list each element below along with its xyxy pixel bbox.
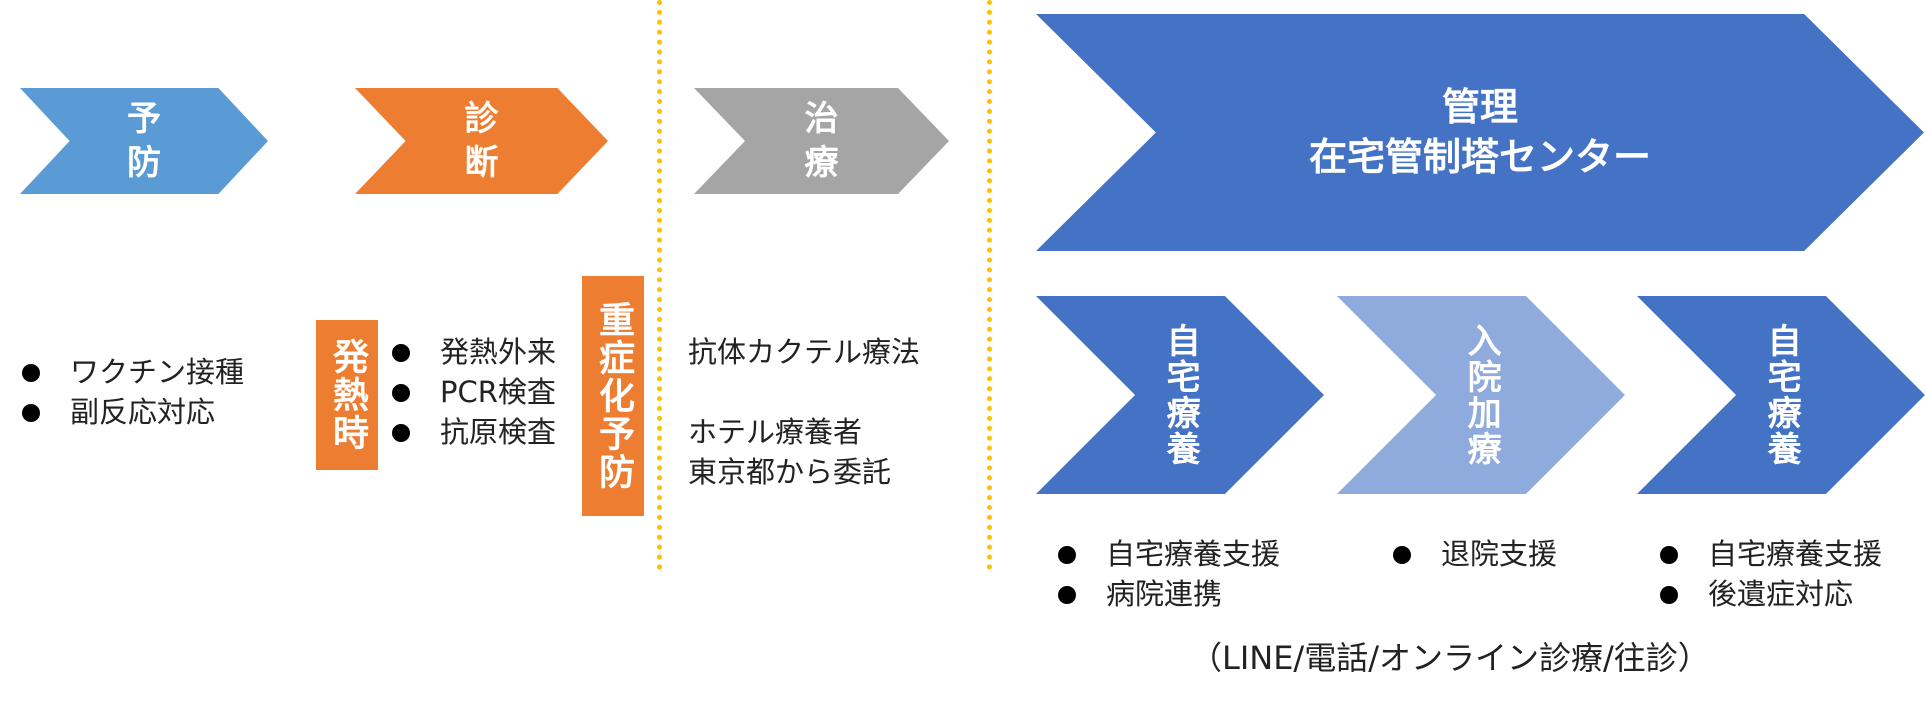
list-item: 抗原検査: [392, 412, 556, 452]
diagnosis-list: 発熱外来 PCR検査 抗原検査: [392, 332, 556, 452]
home-care-1-list: 自宅療養支援 病院連携: [1058, 534, 1280, 614]
list-item: 自宅療養支援: [1058, 534, 1280, 574]
chevron-home-care-1-label: 自宅療養: [1160, 323, 1201, 467]
list-item: ワクチン接種: [22, 352, 244, 392]
chevron-management-label: 管理 在宅管制塔センター: [1308, 85, 1651, 179]
severe-label: 重症化予防: [593, 301, 634, 491]
chevron-treatment: 治 療: [694, 88, 949, 194]
home-care-2-list: 自宅療養支援 後遺症対応: [1660, 534, 1882, 614]
hospital-list: 退院支援: [1393, 534, 1557, 574]
fever-label-box: 発熱時: [316, 320, 378, 470]
footer-note: （LINE/電話/オンライン診療/往診）: [1190, 639, 1710, 677]
list-item: 後遺症対応: [1660, 574, 1882, 614]
list-item: 副反応対応: [22, 392, 244, 432]
treatment-text-2: ホテル療養者 東京都から委託: [688, 415, 892, 489]
chevron-diagnosis-label: 診 断: [464, 98, 499, 183]
prevention-list: ワクチン接種 副反応対応: [22, 352, 244, 432]
chevron-hospital-label: 入院加療: [1461, 323, 1502, 467]
treatment-text-1: 抗体カクテル療法: [688, 335, 921, 369]
chevron-prevention-label: 予 防: [127, 98, 161, 183]
fever-label: 発熱時: [327, 338, 368, 452]
list-item: 病院連携: [1058, 574, 1280, 614]
severe-label-box: 重症化予防: [582, 276, 644, 516]
chevron-hospital: 入院加療: [1337, 296, 1625, 494]
chevron-treatment-label: 治 療: [804, 98, 839, 183]
chevron-home-care-2-label: 自宅療養: [1761, 323, 1802, 467]
chevron-management: 管理 在宅管制塔センター: [1036, 14, 1924, 251]
chevron-prevention: 予 防: [20, 88, 268, 194]
list-item: 発熱外来: [392, 332, 556, 372]
list-item: 退院支援: [1393, 534, 1557, 574]
chevron-home-care-1: 自宅療養: [1036, 296, 1324, 494]
chevron-home-care-2: 自宅療養: [1637, 296, 1925, 494]
divider-left: [657, 0, 662, 570]
divider-right: [987, 0, 992, 570]
list-item: 自宅療養支援: [1660, 534, 1882, 574]
chevron-diagnosis: 診 断: [355, 88, 608, 194]
list-item: PCR検査: [392, 372, 556, 412]
